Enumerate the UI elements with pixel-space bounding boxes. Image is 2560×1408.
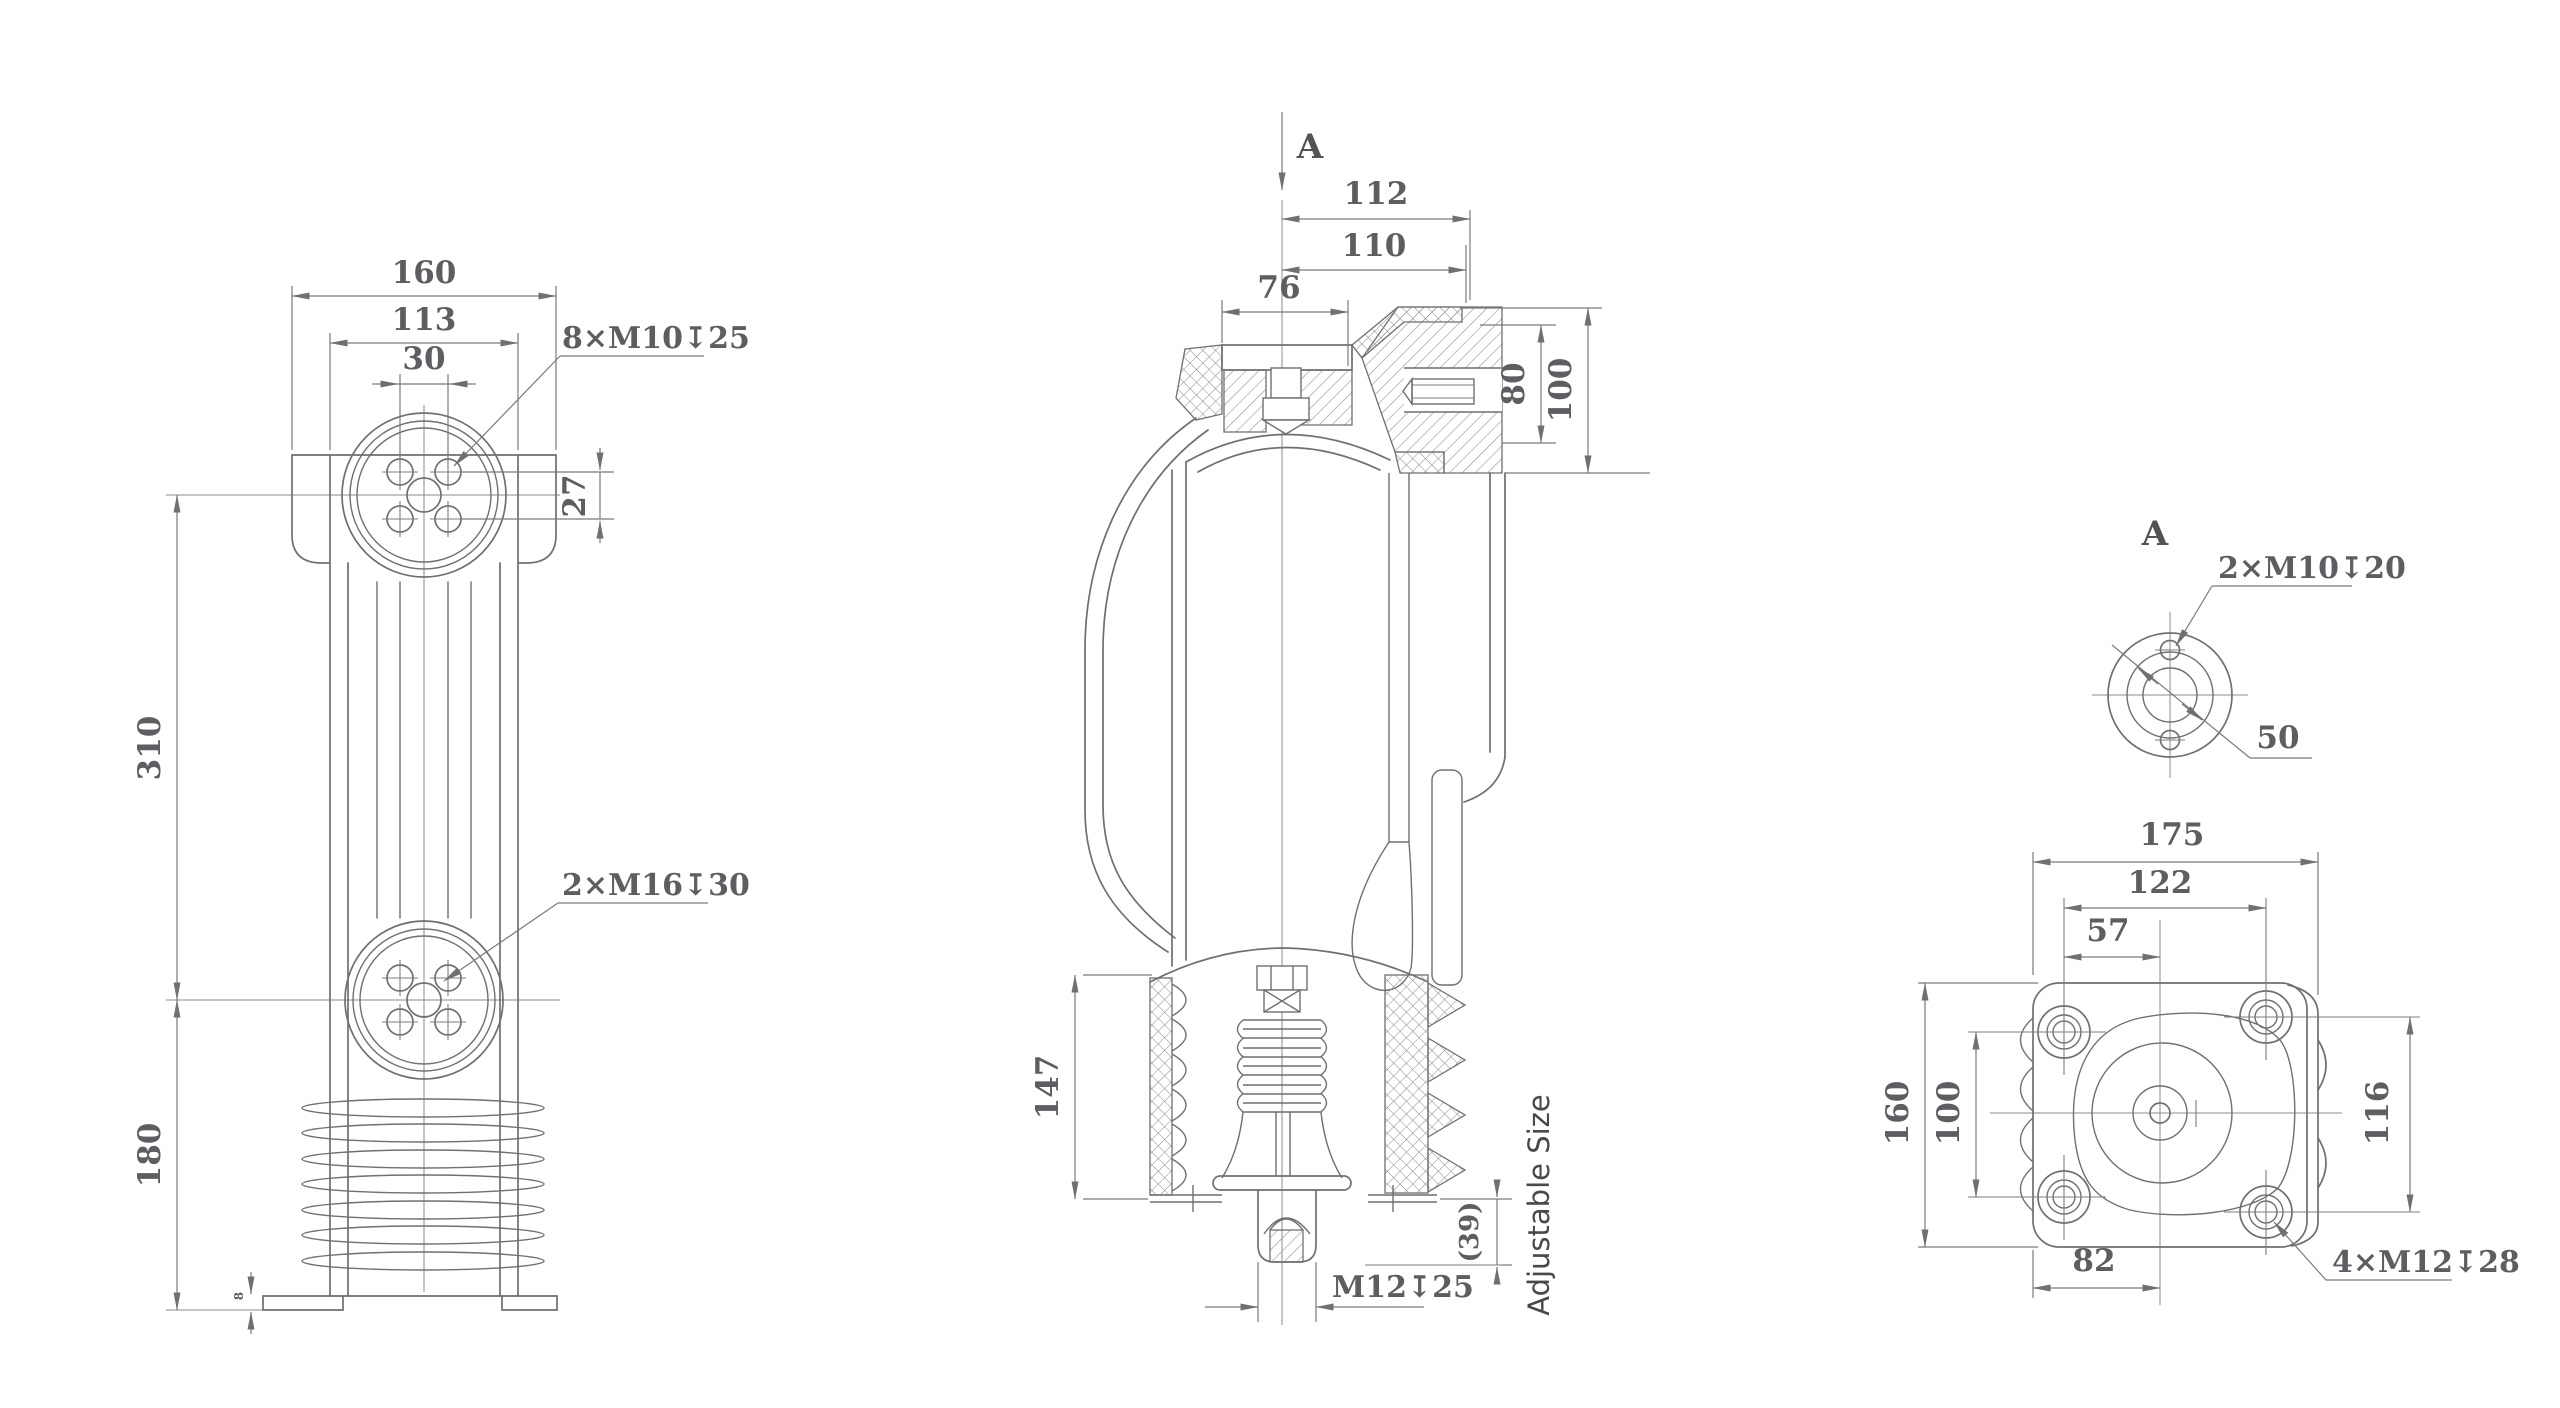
side-stem xyxy=(1212,1175,1352,1263)
section-a-bore-circle xyxy=(2142,667,2198,723)
dim-side-stub-height: (39) xyxy=(1455,1202,1485,1263)
side-terminal xyxy=(1175,306,1503,474)
section-a-outer-circle xyxy=(2107,632,2233,758)
side-insulator xyxy=(1149,947,1505,1266)
side-right-sheds xyxy=(1427,981,1467,1194)
note-adjustable-size: Adjustable Size xyxy=(1522,1094,1556,1315)
side-top-bolt xyxy=(1260,367,1312,435)
dim-top-offset: 82 xyxy=(2072,1243,2115,1279)
dim-top-width: 175 xyxy=(2140,817,2205,853)
top-hole-centerlines xyxy=(1968,898,2420,1255)
dim-front-lower-span: 180 xyxy=(132,1123,168,1188)
dim-front-upper-span: 310 xyxy=(132,716,168,781)
section-a-title: A xyxy=(2141,514,2169,554)
side-view: A xyxy=(1030,112,1650,1325)
front-lower-flange xyxy=(344,920,504,1080)
dim-top-bolt-span-left: 100 xyxy=(1931,1081,1967,1146)
dim-front-width: 160 xyxy=(392,255,457,291)
dim-side-terminal-depth: 80 xyxy=(1496,362,1532,405)
top-bolt-holes xyxy=(2037,990,2293,1239)
side-latch xyxy=(1351,473,1463,991)
label-front-top-thread: 8×M10↧25 xyxy=(562,321,750,356)
side-handle-loop xyxy=(1084,417,1209,953)
dim-side-overall-width: 112 xyxy=(1344,176,1409,212)
section-a-view: A 2×M10↧20 50 xyxy=(2092,514,2406,778)
dim-front-flange-width: 113 xyxy=(392,302,457,338)
label-top-thread: 4×M12↧28 xyxy=(2332,1245,2520,1280)
section-a-leaders xyxy=(2111,585,2352,759)
dim-top-half-span: 57 xyxy=(2086,913,2129,949)
dim-side-plate-width: 76 xyxy=(1257,270,1300,306)
label-section-a-thread: 2×M10↧20 xyxy=(2218,551,2406,586)
front-shed-stack xyxy=(301,1098,545,1271)
side-left-sheds xyxy=(1171,983,1187,1192)
dim-side-terminal-width: 110 xyxy=(1342,228,1407,264)
side-dimensions xyxy=(1071,210,1650,1322)
front-view: 160 113 30 27 310 180 8 8×M10↧25 2×M16↧3… xyxy=(132,255,750,1334)
label-side-stem-thread: M12↧25 xyxy=(1332,1270,1474,1305)
dim-top-bolt-span-right: 116 xyxy=(2360,1081,2396,1146)
dim-top-bolt-span-h: 122 xyxy=(2128,865,2193,901)
dim-side-terminal-height: 100 xyxy=(1543,358,1579,423)
top-outline xyxy=(2019,982,2327,1248)
label-front-bottom-thread: 2×M16↧30 xyxy=(562,868,750,903)
section-a-centerlines xyxy=(2092,612,2248,778)
front-centerlines xyxy=(166,405,560,1311)
dim-side-insulator-height: 147 xyxy=(1030,1055,1066,1120)
side-feet xyxy=(1150,1185,1437,1212)
front-outline xyxy=(262,454,558,1311)
dim-top-height: 160 xyxy=(1880,1081,1916,1146)
dim-front-base-thickness: 8 xyxy=(232,1292,246,1300)
side-interrupter xyxy=(1221,965,1343,1179)
dim-section-a-bolt-circle: 50 xyxy=(2256,720,2299,756)
section-a-holes xyxy=(2155,639,2185,751)
section-a-bolt-circle xyxy=(2126,651,2214,739)
top-centerlines xyxy=(1990,920,2342,1305)
top-view: 175 122 57 160 100 116 82 4×M12↧28 xyxy=(1880,817,2520,1305)
top-center-boss xyxy=(2072,1012,2296,1216)
side-cylinder xyxy=(1171,433,1506,967)
front-top-flange xyxy=(341,412,507,578)
front-dimensions xyxy=(173,286,708,1334)
side-thread-hole xyxy=(1402,367,1502,413)
dim-front-hole-pitch: 30 xyxy=(402,341,445,377)
dim-front-hole-offset: 27 xyxy=(557,474,593,517)
section-cut-letter: A xyxy=(1296,127,1324,167)
top-dimensions xyxy=(1918,852,2452,1298)
